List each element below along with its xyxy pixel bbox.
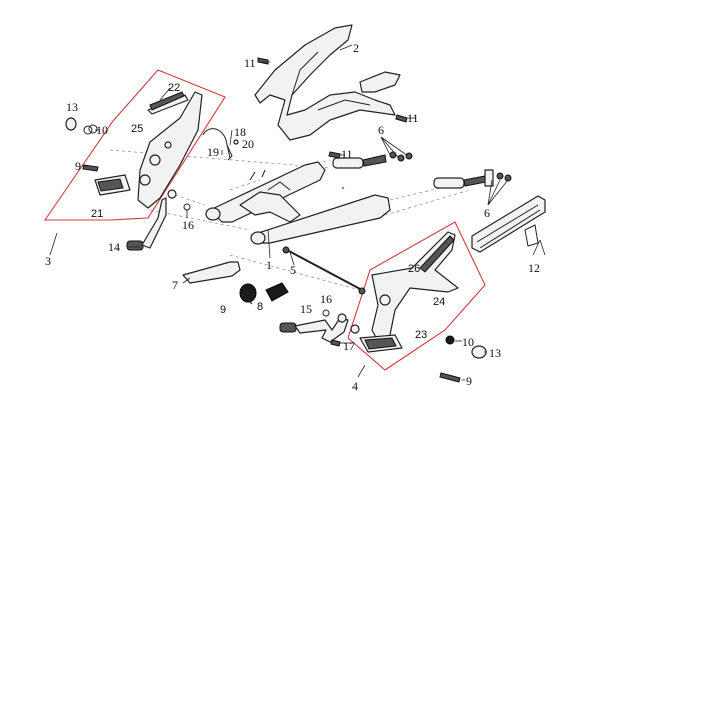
callout-6-top: 6 <box>378 123 384 137</box>
callout-24: 24 <box>433 296 445 308</box>
rubber-buffer-8 <box>265 282 289 302</box>
chain-adjuster-right <box>433 169 512 189</box>
callout-19: 19 <box>207 145 219 159</box>
nut-13-left <box>65 117 77 131</box>
callout-12: 12 <box>528 261 540 275</box>
callout-22: 22 <box>168 82 180 94</box>
callout-9-mid: 9 <box>220 304 226 316</box>
spring-10-left <box>83 124 98 135</box>
callout-16-right: 16 <box>320 292 332 306</box>
brake-switch-spring <box>202 128 239 161</box>
bolt-9-left <box>82 164 99 172</box>
callout-14: 14 <box>108 240 120 254</box>
callout-4: 4 <box>352 379 358 393</box>
hardware-11-top <box>257 57 269 65</box>
pin-16-right <box>322 309 330 317</box>
callout-10-right: 10 <box>462 335 474 349</box>
callout-11-right: 11 <box>407 111 419 125</box>
callout-2: 2 <box>353 41 359 55</box>
callout-10-left: 10 <box>96 123 108 137</box>
callout-1: 1 <box>266 258 272 272</box>
hardware-11-right <box>395 114 408 123</box>
callout-17: 17 <box>343 339 355 353</box>
callout-8: 8 <box>257 301 263 313</box>
rubber-buffer-9 <box>239 283 257 305</box>
bolt-9-right <box>439 372 461 383</box>
hardware-11-mid <box>328 151 341 159</box>
callout-13-left: 13 <box>66 100 78 114</box>
brake-pedal <box>126 189 177 251</box>
callout-21: 21 <box>91 208 103 220</box>
left-footrest-assembly-outline <box>43 69 226 221</box>
callout-26: 26 <box>408 263 420 275</box>
callout-16-left: 16 <box>182 218 194 232</box>
callout-11-mid: 11 <box>341 147 353 161</box>
callout-18: 18 <box>234 125 246 139</box>
left-footrest-bracket <box>94 91 203 209</box>
callout-13-right: 13 <box>489 346 501 360</box>
callout-15: 15 <box>300 302 312 316</box>
callout-7: 7 <box>172 278 178 292</box>
callout-23: 23 <box>415 329 427 341</box>
drive-chain <box>471 195 546 253</box>
pin-16-left <box>183 203 191 211</box>
bolt-17 <box>330 339 341 347</box>
footrest-bar <box>182 261 241 284</box>
callout-labels: 1 2 3 4 5 6 6 7 8 9 9 9 10 10 11 11 11 1… <box>45 41 540 393</box>
center-mark <box>341 186 345 190</box>
swingarm-axle <box>282 246 366 295</box>
chain-adjuster-left <box>332 151 413 169</box>
rear-fender <box>254 24 401 141</box>
callout-9-left: 9 <box>75 159 81 173</box>
right-footrest-assembly-outline <box>347 221 486 371</box>
callout-6-right: 6 <box>484 206 490 220</box>
leader-lines <box>49 44 546 381</box>
nut-10-right <box>445 335 455 345</box>
spring-13-right <box>471 345 487 359</box>
shift-lever <box>279 313 349 343</box>
callout-9-right: 9 <box>466 374 472 388</box>
callout-20: 20 <box>242 137 254 151</box>
callout-3: 3 <box>45 254 51 268</box>
callout-11-top: 11 <box>244 56 256 70</box>
callout-5: 5 <box>290 263 296 277</box>
right-footrest-bracket <box>350 231 459 353</box>
swingarm <box>205 161 391 245</box>
callout-25: 25 <box>131 123 143 135</box>
